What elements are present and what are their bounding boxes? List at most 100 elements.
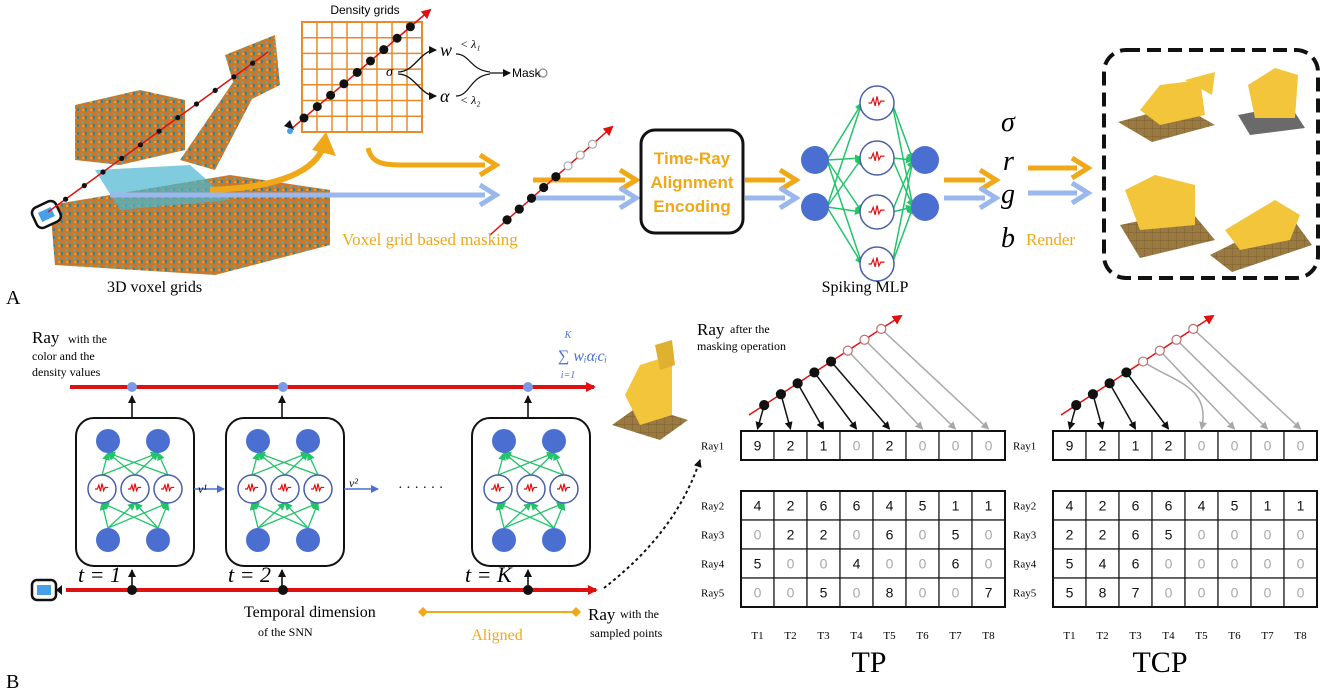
small-camera-icon bbox=[284, 120, 294, 134]
sum-bottom: i=1 bbox=[561, 370, 576, 381]
masked-ray-point bbox=[1154, 345, 1165, 356]
voxel-grid-model bbox=[50, 35, 330, 275]
output-sigma: σ bbox=[1001, 107, 1016, 138]
masked-ray-point bbox=[859, 334, 870, 345]
table-cell: 1 bbox=[985, 498, 993, 514]
aligned-label: Aligned bbox=[471, 627, 523, 644]
t1-label: t = 1 bbox=[78, 562, 121, 587]
voxel-sample-point bbox=[193, 101, 200, 107]
table-cell: 6 bbox=[1132, 498, 1140, 514]
temporal-small: of the SNN bbox=[258, 625, 313, 639]
table-cell: 0 bbox=[787, 585, 795, 601]
time-step-label: T3 bbox=[817, 630, 830, 642]
ray-a-sample-point bbox=[526, 193, 537, 203]
density-sample-point bbox=[312, 102, 322, 112]
voxel-sample-point bbox=[250, 60, 256, 66]
time-step-label: T6 bbox=[916, 630, 929, 642]
rendered-view-1 bbox=[1118, 72, 1215, 142]
density-sample-point bbox=[392, 33, 402, 43]
table-row-label: Ray5 bbox=[1013, 588, 1037, 600]
snn-spiking-neuron bbox=[237, 474, 267, 504]
tcp-title: TCP bbox=[1132, 646, 1187, 679]
table-cell: 0 bbox=[919, 585, 927, 601]
table-cell: 0 bbox=[1297, 527, 1305, 543]
masked-ray-small2: masking operation bbox=[697, 339, 786, 353]
snn-input-node bbox=[492, 528, 516, 552]
blue-flow-arrows bbox=[110, 180, 1093, 211]
aligned-diamond-right bbox=[571, 607, 581, 617]
table-row-label: Ray4 bbox=[1013, 559, 1037, 571]
mlp-spiking-neuron bbox=[859, 246, 895, 282]
top-ray-point-k bbox=[523, 382, 533, 392]
table-cell: 5 bbox=[919, 498, 927, 514]
encoding-line1: Time-Ray bbox=[654, 149, 731, 168]
ray-title-rest3: density values bbox=[32, 365, 101, 379]
sampled-small1: with the bbox=[620, 607, 659, 621]
table-cell: 5 bbox=[820, 585, 828, 601]
snn-input-node bbox=[296, 528, 320, 552]
snn-spiking-neuron bbox=[549, 474, 579, 504]
table-cell: 0 bbox=[853, 585, 861, 601]
rendered-view-4 bbox=[1210, 200, 1312, 272]
snn-input-node bbox=[146, 528, 170, 552]
density-sample-point bbox=[299, 113, 309, 123]
mask-circle bbox=[538, 68, 548, 78]
snn-output-node bbox=[542, 429, 566, 453]
mlp-input-node bbox=[801, 193, 829, 221]
table-cell: 5 bbox=[1066, 556, 1074, 572]
voxel-sample-point bbox=[137, 142, 143, 148]
table-cell: 0 bbox=[1297, 438, 1305, 454]
table-cell: 0 bbox=[1231, 556, 1239, 572]
v2-label: v² bbox=[349, 476, 358, 490]
table-row-label: Ray3 bbox=[701, 530, 725, 542]
table-cell: 0 bbox=[820, 556, 828, 572]
snn-output-node bbox=[96, 429, 120, 453]
table-cell: 7 bbox=[1132, 585, 1140, 601]
snn-spiking-neuron bbox=[120, 474, 150, 504]
ray-a-sample-point bbox=[587, 139, 598, 149]
alpha-label: α bbox=[440, 86, 450, 106]
table-cell: 4 bbox=[853, 556, 861, 572]
table-cell: 0 bbox=[985, 527, 993, 543]
table-cell: 0 bbox=[919, 438, 927, 454]
density-sample-point bbox=[352, 67, 362, 77]
table-cell: 1 bbox=[1264, 498, 1272, 514]
table-cell: 6 bbox=[1132, 527, 1140, 543]
table-cell: 2 bbox=[1099, 438, 1107, 454]
table-cell: 0 bbox=[1264, 585, 1272, 601]
table-cell: 6 bbox=[952, 556, 960, 572]
table-cell: 8 bbox=[1099, 585, 1107, 601]
table-cell: 2 bbox=[1066, 527, 1074, 543]
bottom-ray-point-2 bbox=[278, 585, 288, 595]
table-cell: 6 bbox=[1165, 498, 1173, 514]
time-step-label: T3 bbox=[1129, 630, 1142, 642]
table-row-label: Ray2 bbox=[701, 501, 724, 513]
output-g: g bbox=[1001, 179, 1015, 210]
table-cell: 5 bbox=[1066, 585, 1074, 601]
encoding-line3: Encoding bbox=[653, 197, 730, 216]
masked-ray-point bbox=[1121, 367, 1132, 378]
panel-label-b: B bbox=[6, 671, 19, 693]
orange-curve-arrow bbox=[209, 148, 325, 193]
rendered-view-2 bbox=[1238, 68, 1305, 135]
time-step-label: T8 bbox=[1294, 630, 1307, 642]
density-sample-point bbox=[326, 90, 336, 100]
snn-output-node bbox=[246, 429, 270, 453]
table-cell: 4 bbox=[1198, 498, 1206, 514]
table-cell: 6 bbox=[820, 498, 828, 514]
table-cell: 0 bbox=[919, 556, 927, 572]
w-label: w bbox=[440, 40, 452, 60]
v1-label: v¹ bbox=[198, 482, 207, 496]
table-cell: 0 bbox=[853, 527, 861, 543]
table-cell: 0 bbox=[985, 556, 993, 572]
ray-a-sample-point bbox=[514, 204, 524, 214]
snn-spiking-neuron bbox=[270, 474, 300, 504]
table-cell: 2 bbox=[787, 438, 795, 454]
table-cell: 4 bbox=[886, 498, 894, 514]
table-cell: 4 bbox=[1066, 498, 1074, 514]
masked-ray-point bbox=[825, 356, 837, 367]
table-cell: 2 bbox=[886, 438, 894, 454]
ray-a-sample-point bbox=[502, 215, 512, 225]
top-ray-point-1 bbox=[127, 382, 137, 392]
